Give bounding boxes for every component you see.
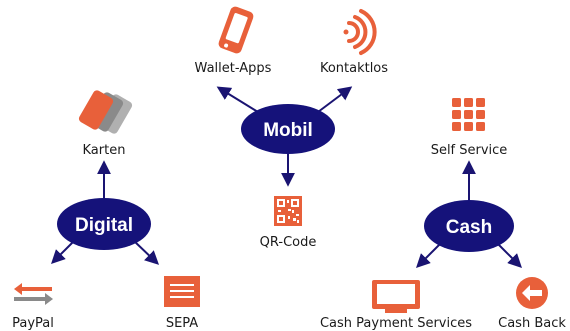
arrow-digital-to-sepa xyxy=(132,239,160,265)
stacked-cards-icon xyxy=(78,90,133,134)
arrow-cash-to-cash-payment-services xyxy=(416,243,441,268)
node-cash-back: Cash Back xyxy=(498,277,566,331)
label-wallet-apps: Wallet-Apps xyxy=(195,61,272,76)
document-lines-icon xyxy=(164,276,200,307)
hub-cash-label: Cash xyxy=(446,217,492,238)
smartphone-icon xyxy=(218,6,254,54)
arrow-back-circle-icon xyxy=(516,277,548,309)
node-kontaktlos: Kontaktlos xyxy=(320,9,388,76)
label-kontaktlos: Kontaktlos xyxy=(320,61,388,76)
hub-digital: Digital xyxy=(57,198,151,250)
monitor-icon xyxy=(372,280,420,313)
label-cash-payment-services: Cash Payment Services xyxy=(320,316,472,331)
hub-mobil-label: Mobil xyxy=(263,120,313,141)
qr-code-icon xyxy=(274,196,302,226)
label-karten: Karten xyxy=(83,143,126,158)
node-karten: Karten xyxy=(78,90,133,158)
label-self-service: Self Service xyxy=(431,143,508,158)
keypad-grid-icon xyxy=(452,98,485,131)
node-wallet-apps: Wallet-Apps xyxy=(195,6,272,76)
hub-digital-label: Digital xyxy=(75,215,133,236)
contactless-waves-icon xyxy=(343,9,377,55)
node-qr-code: QR-Code xyxy=(260,196,317,250)
label-cash-back: Cash Back xyxy=(498,316,566,331)
hub-mobil: Mobil xyxy=(241,104,335,154)
arrow-mobil-to-wallet-apps xyxy=(216,86,259,113)
arrow-digital-to-paypal xyxy=(51,239,76,264)
node-paypal: PayPal xyxy=(12,283,54,331)
arrow-cash-to-cash-back xyxy=(497,243,522,268)
node-cash-payment-services: Cash Payment Services xyxy=(320,280,472,331)
arrow-mobil-to-kontaktlos xyxy=(317,86,353,113)
transfer-arrows-icon xyxy=(14,283,53,305)
node-self-service: Self Service xyxy=(431,98,508,158)
hub-cash: Cash xyxy=(424,200,514,252)
node-sepa: SEPA xyxy=(164,276,200,331)
label-qr-code: QR-Code xyxy=(260,235,317,250)
label-paypal: PayPal xyxy=(12,316,54,331)
label-sepa: SEPA xyxy=(166,316,198,331)
